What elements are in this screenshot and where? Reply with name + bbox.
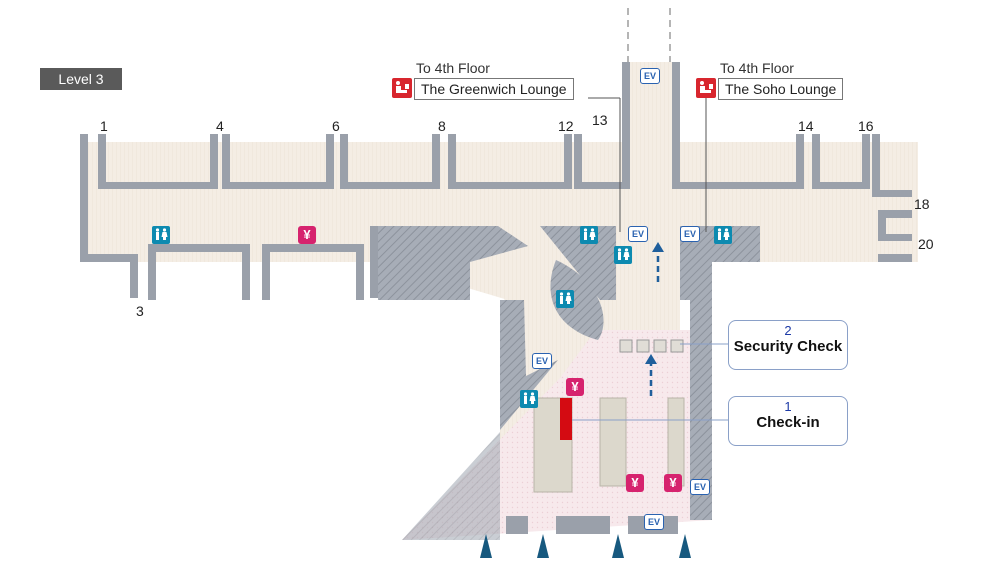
- gate-label-18: 18: [914, 196, 930, 212]
- gate-label-6: 6: [332, 118, 340, 134]
- security-check-callout[interactable]: 2 Security Check: [728, 320, 848, 370]
- lounge-icon: [696, 78, 716, 98]
- level-badge: Level 3: [40, 68, 122, 90]
- leader-lines: [572, 97, 728, 421]
- gate-label-20: 20: [918, 236, 934, 252]
- elevator-icon: EV: [532, 353, 552, 369]
- restroom-icon: [556, 290, 574, 308]
- gate-label-4: 4: [216, 118, 224, 134]
- concourse-walls: [80, 62, 912, 300]
- flow-arrows: [645, 242, 664, 396]
- security-gates: [619, 339, 684, 353]
- checkin-callout[interactable]: 1 Check-in: [728, 396, 848, 446]
- lounge-right-name[interactable]: The Soho Lounge: [718, 78, 844, 100]
- security-check-label: Security Check: [733, 338, 843, 355]
- north-corridor: [627, 8, 671, 62]
- restroom-icon: [152, 226, 170, 244]
- restroom-icon: [580, 226, 598, 244]
- gate-label-3: 3: [136, 303, 144, 319]
- entrance-arrows: [480, 534, 691, 558]
- gate-label-1: 1: [100, 118, 108, 134]
- restroom-icon: [614, 246, 632, 264]
- restroom-icon: [714, 226, 732, 244]
- currency-exchange-icon: ¥: [626, 474, 644, 492]
- currency-exchange-icon: ¥: [664, 474, 682, 492]
- gate-label-13: 13: [592, 112, 608, 128]
- security-check-number: 2: [784, 323, 792, 338]
- checkin-counters: [533, 397, 685, 493]
- gate-label-16: 16: [858, 118, 874, 134]
- lounge-left-name[interactable]: The Greenwich Lounge: [414, 78, 574, 100]
- gate-label-12: 12: [558, 118, 574, 134]
- elevator-icon: EV: [644, 514, 664, 530]
- elevator-icon: EV: [628, 226, 648, 242]
- elevator-icon: EV: [690, 479, 710, 495]
- building-blocks: [378, 226, 760, 540]
- gate-label-8: 8: [438, 118, 446, 134]
- elevator-icon: EV: [680, 226, 700, 242]
- gate-label-14: 14: [798, 118, 814, 134]
- checkin-label: Check-in: [756, 414, 820, 431]
- checkin-number: 1: [784, 399, 792, 414]
- restroom-icon: [520, 390, 538, 408]
- currency-exchange-icon: ¥: [566, 378, 584, 396]
- lounge-right-floor-note: To 4th Floor: [720, 60, 794, 76]
- lounge-icon: [392, 78, 412, 98]
- elevator-icon: EV: [640, 68, 660, 84]
- lounge-left-floor-note: To 4th Floor: [416, 60, 490, 76]
- currency-exchange-icon: ¥: [298, 226, 316, 244]
